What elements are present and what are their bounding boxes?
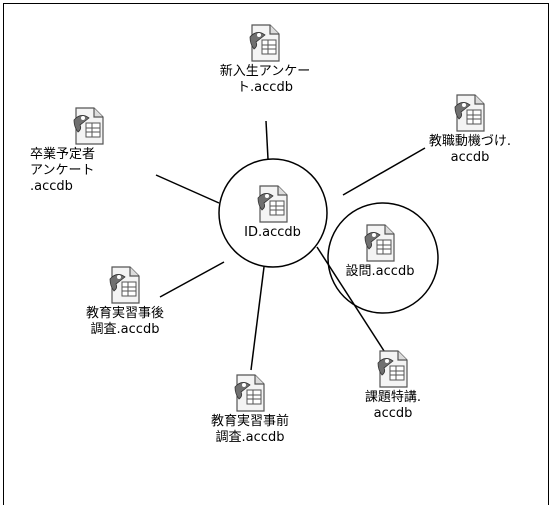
node-jishu-go[interactable]: 教育実習事後 調査.accdb bbox=[50, 266, 200, 338]
frame-border-right bbox=[548, 3, 549, 505]
node-label: 卒業予定者 アンケート .accdb bbox=[30, 147, 96, 194]
link-kyoshoku bbox=[342, 147, 426, 196]
node-jishu-mae[interactable]: 教育実習事前 調査.accdb bbox=[175, 374, 325, 446]
center-node[interactable]: ID.accdb bbox=[205, 185, 340, 241]
center-circle bbox=[218, 158, 328, 268]
access-database-file-icon bbox=[234, 374, 265, 412]
access-database-file-icon bbox=[364, 224, 395, 262]
node-label: 新入生アンケー ト.accdb bbox=[219, 64, 311, 95]
access-database-file-icon bbox=[109, 266, 140, 304]
node-kyoshoku[interactable]: 教職動機づけ. accdb bbox=[395, 94, 545, 166]
node-sotsugyo[interactable]: 卒業予定者 アンケート .accdb bbox=[30, 107, 180, 195]
node-label: 設問.accdb bbox=[345, 264, 415, 279]
setsumon-circle bbox=[327, 202, 439, 314]
node-shinnyusei[interactable]: 新入生アンケー ト.accdb bbox=[190, 24, 340, 96]
frame-border-left bbox=[3, 3, 4, 505]
node-label: 教育実習事後 調査.accdb bbox=[85, 306, 164, 337]
access-database-file-icon bbox=[249, 24, 280, 62]
node-label: 課題特講. accdb bbox=[364, 390, 422, 421]
center-label: ID.accdb bbox=[244, 225, 301, 240]
node-label: 教育実習事前 調査.accdb bbox=[210, 414, 289, 445]
link-kadai bbox=[316, 246, 387, 355]
node-label: 教職動機づけ. accdb bbox=[428, 134, 512, 165]
link-shinnyusei bbox=[265, 120, 269, 160]
link-sotsugyo bbox=[155, 174, 220, 204]
access-database-file-icon bbox=[257, 185, 288, 223]
node-kadai[interactable]: 課題特講. accdb bbox=[333, 350, 453, 422]
node-setsumon[interactable]: 設問.accdb bbox=[315, 224, 445, 280]
frame-border-top bbox=[3, 3, 549, 4]
access-database-file-icon bbox=[73, 107, 104, 145]
access-database-file-icon bbox=[454, 94, 485, 132]
link-jishu-mae bbox=[250, 266, 265, 371]
link-jishu-go bbox=[159, 261, 225, 298]
access-database-file-icon bbox=[377, 350, 408, 388]
